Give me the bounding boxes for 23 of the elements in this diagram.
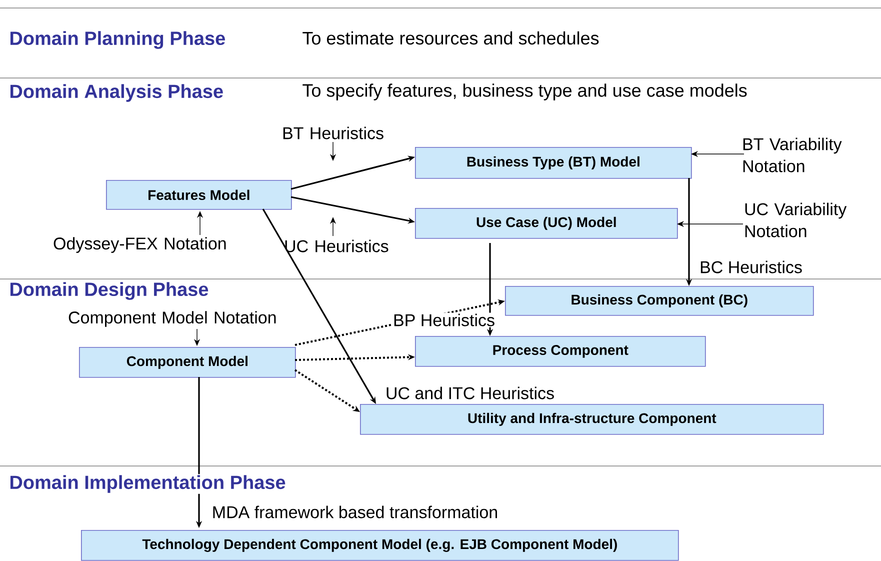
annotation-text: Component Model Notation (68, 311, 276, 327)
model-box: Technology Dependent Component Model (e.g. EJB Component Model) (81, 530, 679, 561)
edge-label: MDA framework based transformation (210, 504, 500, 520)
phase-description: To estimate resources and schedules (302, 31, 599, 45)
annotation-text: BT Heuristics (283, 126, 384, 140)
edge-label: BC Heuristics (698, 260, 804, 274)
phase-description: To specify features, business type and use case models (302, 84, 747, 100)
phase-heading: Domain Implementation Phase (8, 474, 287, 494)
phase-heading: Domain Analysis Phase (8, 83, 225, 103)
annotation-text: BT Variability Notation (743, 138, 842, 172)
annotation-text: UC Variability Notation (745, 202, 847, 238)
model-box: Use Case (UC) Model (415, 208, 678, 239)
model-box: Business Type (BT) Model (415, 147, 692, 179)
annotation-text: Odyssey-FEX Notation (54, 237, 226, 253)
edge-label: BP Heuristics (392, 312, 496, 328)
model-box: Business Component (BC) (505, 286, 814, 316)
model-box: Features Model (106, 180, 292, 210)
phase-heading: Domain Planning Phase (8, 30, 227, 50)
phase-heading: Domain Design Phase (8, 281, 210, 301)
edge-label: UC and ITC Heuristics (384, 386, 556, 400)
model-box: Component Model (79, 347, 296, 378)
model-box: Utility and Infra-structure Component (360, 404, 824, 435)
model-box: Process Component (415, 336, 706, 367)
